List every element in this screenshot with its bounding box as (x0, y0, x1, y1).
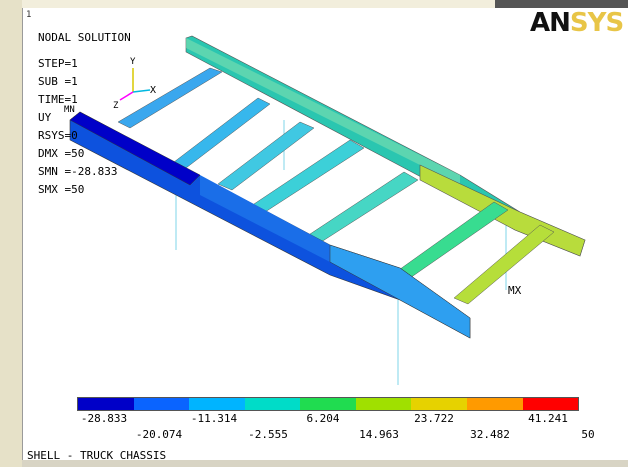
window-number: 1 (26, 10, 32, 20)
contour-legend-bar (77, 397, 579, 411)
triad-x-axis (132, 89, 151, 93)
legend-label-top: -28.833 (80, 412, 128, 425)
logo-faded-text: SYS (569, 8, 624, 38)
legend-label-bottom: 32.482 (470, 428, 510, 441)
rail-front-mid (200, 175, 330, 262)
legend-band (300, 398, 356, 410)
legend-label-bottom: -20.074 (135, 428, 183, 441)
triad-y-label: Y (130, 57, 136, 67)
legend-label-bottom: 14.963 (359, 428, 399, 441)
triad-z-axis (119, 91, 134, 101)
header-dmx: DMX =50 (38, 147, 85, 160)
rail-back-highlight (186, 38, 460, 185)
legend-label-top: -11.314 (190, 412, 238, 425)
legend-label-top: 41.241 (528, 412, 568, 425)
legend-band (244, 398, 301, 410)
max-marker: MX (508, 284, 522, 297)
header-step: STEP=1 (38, 57, 78, 70)
legend-band (78, 398, 134, 410)
min-marker: MN (64, 105, 75, 115)
window-top-strip (22, 0, 628, 8)
header-time: TIME=1 (38, 93, 78, 106)
legend-band (411, 398, 467, 410)
legend-label-top: 23.722 (414, 412, 454, 425)
legend-band (522, 398, 579, 410)
legend-band (466, 398, 523, 410)
legend-label-top: 6.204 (306, 412, 340, 425)
legend-band (133, 398, 190, 410)
plot-title: SHELL - TRUCK CHASSIS (27, 449, 167, 462)
logo-main-text: AN (530, 8, 571, 38)
legend-label-bottom: 50 (581, 428, 595, 441)
legend-band (189, 398, 245, 410)
header-smn: SMN =-28.833 (38, 165, 118, 178)
header-component: UY (38, 111, 52, 124)
cross-members (117, 67, 555, 305)
header-sub: SUB =1 (38, 75, 78, 88)
header-title: NODAL SOLUTION (38, 31, 131, 44)
legend-label-bottom: -2.555 (248, 428, 288, 441)
window-corner-strip (495, 0, 628, 8)
rail-front-end (329, 244, 471, 339)
window-left-border (0, 0, 22, 467)
header-rsys: RSYS=0 (38, 129, 78, 142)
header-smx: SMX =50 (38, 183, 85, 196)
legend-band (355, 398, 412, 410)
triad-z-label: Z (113, 101, 119, 111)
triad-x-label: X (150, 85, 157, 96)
ansys-logo: ANSYS (530, 8, 624, 38)
